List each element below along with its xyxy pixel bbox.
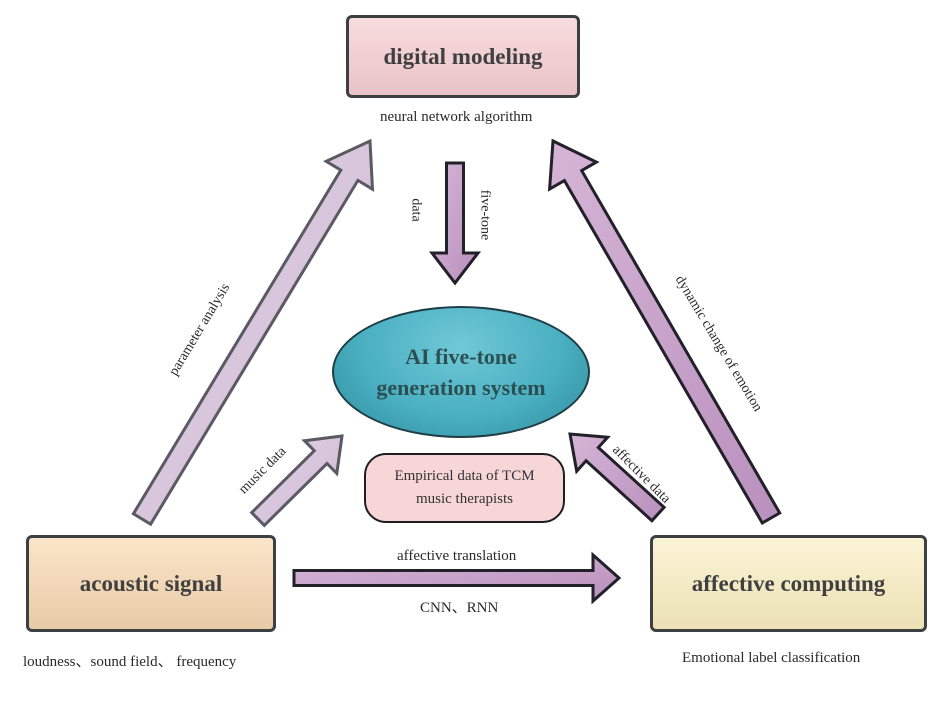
affective-data-arrow [568, 432, 667, 523]
music-data-arrow [249, 434, 344, 528]
empirical-line-2: music therapists [415, 491, 514, 507]
five-tone-label: five-tone [477, 189, 493, 241]
affective-translation-label: affective translation [397, 548, 517, 564]
acoustic-signal-label: acoustic signal [79, 570, 223, 596]
parameter-analysis-arrow [131, 138, 375, 527]
digital-modeling-caption: neural network algorithm [380, 109, 533, 125]
center-line-2: generation system [376, 375, 546, 400]
data-label: data [408, 198, 424, 222]
affective-computing-label: affective computing [691, 570, 886, 596]
empirical-line-1: Empirical data of TCM [394, 468, 535, 484]
digital-modeling-node: digital modeling [346, 15, 580, 98]
affective-computing-caption: Emotional label classification [682, 650, 861, 666]
affective-computing-node: affective computing [650, 535, 927, 632]
ai-five-tone-generation-system-node: AI five-tone generation system [332, 306, 590, 438]
digital-modeling-label: digital modeling [383, 43, 543, 69]
affective-translation-arrow [292, 551, 622, 605]
dynamic-change-of-emotion-arrow [547, 138, 782, 526]
data-down-arrow [428, 161, 482, 286]
acoustic-signal-caption: loudness、sound field、 frequency [23, 654, 237, 670]
acoustic-signal-node: acoustic signal [26, 535, 276, 632]
empirical-data-node: Empirical data of TCM music therapists [364, 453, 565, 523]
center-line-1: AI five-tone [405, 344, 517, 369]
cnn-rnn-label: CNN、RNN [420, 600, 499, 616]
